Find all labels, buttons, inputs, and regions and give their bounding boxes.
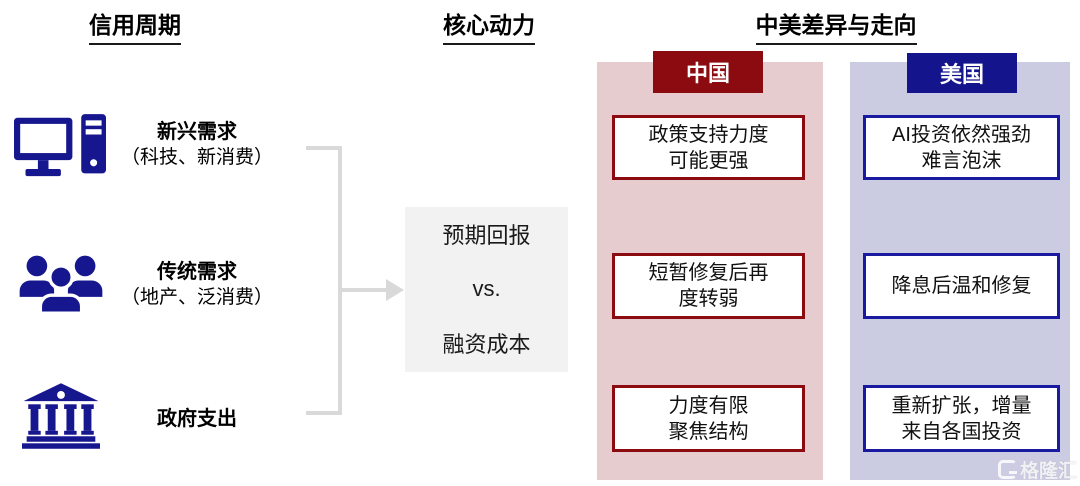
computer-icon-svg [14,114,106,177]
us-box-ratecut: 降息后温和修复 [863,253,1060,319]
core-driver-line1: 预期回报 [442,223,531,248]
arrow-shaft [342,288,388,292]
us-box-expansion: 重新扩张，增量 来自各国投资 [863,385,1060,452]
china-box-structure: 力度有限 聚焦结构 [612,385,805,452]
people-icon [16,252,106,316]
us-box-expansion-line1: 重新扩张，增量 [891,394,1032,417]
bank-icon-svg [22,383,100,449]
credit-cycle-title: 信用周期 [60,6,210,45]
us-box-ai-line2: 难言泡沫 [921,149,1002,172]
us-box-expansion-line2: 来自各国投资 [901,420,1022,443]
core-driver-box: 预期回报 vs. 融资成本 [405,207,568,372]
item-label: 政府支出 [157,408,237,430]
us-column-header: 美国 [907,53,1017,93]
bank-icon [22,378,100,454]
comparison-title-text: 中美差异与走向 [755,6,917,45]
china-column-header: 中国 [653,51,763,93]
item-label: 新兴需求 [157,121,237,143]
china-box-repair: 短暂修复后再 度转弱 [612,253,805,319]
people-icon-svg [19,255,103,315]
list-item-new-demand: 新兴需求 （科技、新消费） [115,120,279,170]
comparison-title: 中美差异与走向 [696,6,976,45]
china-box-policy-line2: 可能更强 [668,149,749,172]
bracket-vertical-line [338,146,342,415]
core-driver-title-text: 核心动力 [443,6,535,45]
item-label: 传统需求 [157,261,237,283]
china-box-policy-line1: 政策支持力度 [648,123,769,146]
bracket-top-line [306,146,342,150]
china-box-repair-line1: 短暂修复后再 [648,262,769,284]
bracket-bottom-line [306,411,342,415]
list-item-traditional-demand: 传统需求 （地产、泛消费） [115,260,279,310]
core-driver-line2: vs. [472,275,501,301]
item-sublabel: （地产、泛消费） [120,287,273,308]
glonghui-logo-icon [998,460,1017,479]
watermark: 格隆汇 [998,456,1077,483]
computer-icon [14,112,106,180]
arrow-head-icon [386,279,404,301]
us-box-ai: AI投资依然强劲 难言泡沫 [863,115,1060,180]
item-sublabel: （科技、新消费） [120,147,273,168]
watermark-brand-text: 格隆汇 [1020,461,1078,482]
china-box-policy: 政策支持力度 可能更强 [612,115,805,180]
credit-cycle-title-text: 信用周期 [89,6,181,45]
core-driver-title: 核心动力 [414,6,564,45]
us-box-ratecut-line1: 降息后温和修复 [891,275,1032,297]
us-box-ai-line1: AI投资依然强劲 [892,123,1031,146]
china-box-structure-line2: 聚焦结构 [668,420,749,443]
core-driver-line3: 融资成本 [442,332,531,357]
china-box-repair-line2: 度转弱 [678,288,739,310]
list-item-government-spending: 政府支出 [115,407,279,431]
china-box-structure-line1: 力度有限 [668,394,749,417]
